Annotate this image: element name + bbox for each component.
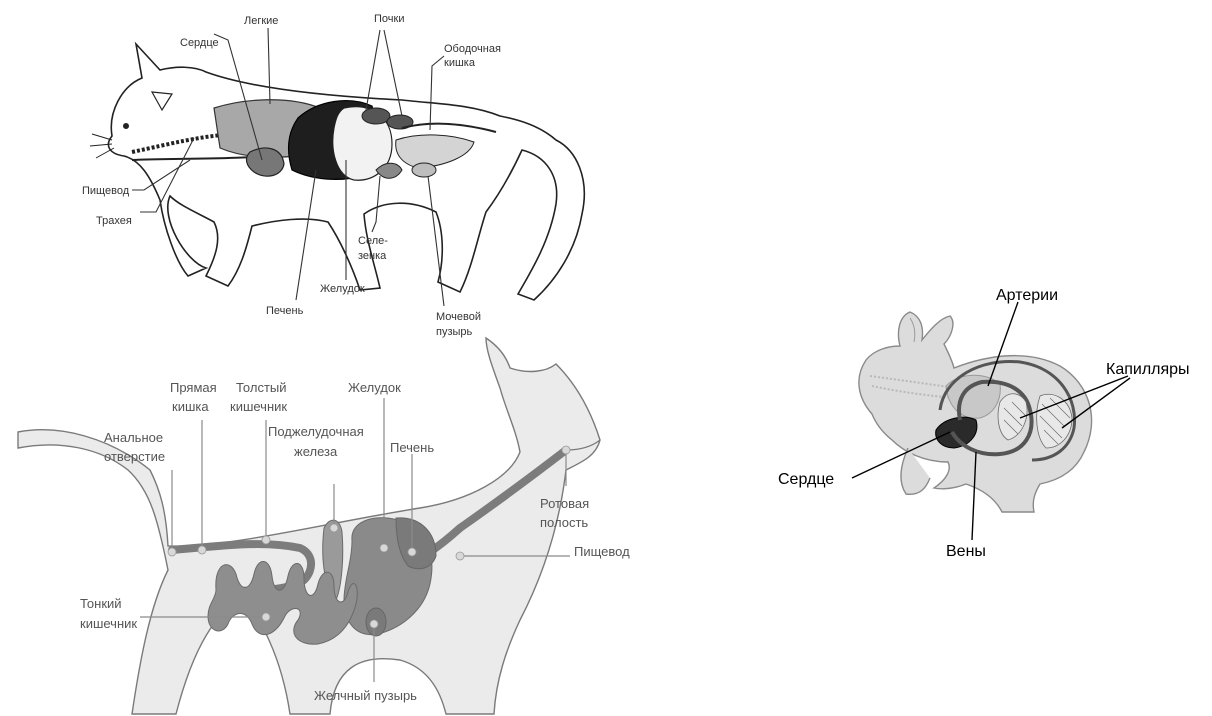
cat-2-label-small-intestine-line1: Тонкий <box>80 596 122 611</box>
cat-2-dot-pancreas <box>330 524 338 532</box>
cat-2-label-anus-line1: Анальное <box>104 430 163 445</box>
rabbit-label-heart: Сердце <box>778 471 834 488</box>
rabbit-label-veins: Вены <box>946 543 986 560</box>
cat-2-dot-liver <box>408 548 416 556</box>
cat-2-dot-large-intestine <box>262 536 270 544</box>
cat-2-body-silhouette <box>18 338 600 714</box>
cat-1-label-trachea: Трахея <box>96 215 132 227</box>
cat-2-label-rectum-line2: кишка <box>172 399 209 414</box>
cat-2-label-gallbladder: Желчный пузырь <box>314 688 417 703</box>
cat-2-label-stomach: Желудок <box>348 380 401 395</box>
cat-2-label-rectum-line1: Прямая <box>170 380 217 395</box>
cat-2-label-pancreas-line2: железа <box>294 444 338 459</box>
cat-1-label-kidneys: Почки <box>374 13 404 25</box>
cat-1-label-spleen-line2: зенка <box>358 250 387 262</box>
cat-1-label-heart: Сердце <box>180 37 219 49</box>
cat-1-label-spleen-line1: Селе- <box>358 235 388 247</box>
cat-1-label-colon-line1: Ободочная <box>444 43 501 55</box>
cat-1-bladder <box>412 163 436 177</box>
cat-2-label-large-intestine-line1: Толстый <box>236 380 287 395</box>
cat-2-label-large-intestine-line2: кишечник <box>230 399 287 414</box>
cat-anatomy-sketch: Сердце Легкие Почки Ободочная кишка Пище… <box>82 13 584 338</box>
rabbit-label-capillaries: Капилляры <box>1106 361 1190 378</box>
cat-digestive-diagram: Прямая кишка Толстый кишечник Желудок Ан… <box>18 338 630 714</box>
rabbit-label-arteries: Артерии <box>996 287 1058 304</box>
cat-2-dot-rectum <box>198 546 206 554</box>
cat-2-dot-mouth <box>562 446 570 454</box>
cat-2-label-small-intestine-line2: кишечник <box>80 616 137 631</box>
cat-1-label-liver: Печень <box>266 305 304 317</box>
cat-2-label-liver: Печень <box>390 440 434 455</box>
cat-2-label-anus-line2: отверстие <box>104 449 165 464</box>
cat-2-dot-stomach <box>380 544 388 552</box>
rabbit-circulatory-diagram: Артерии Капилляры Сердце Вены <box>778 287 1190 560</box>
cat-2-dot-gallbladder <box>370 620 378 628</box>
cat-1-label-bladder-line1: Мочевой <box>436 311 481 323</box>
cat-2-dot-esophagus <box>456 552 464 560</box>
cat-1-eye <box>123 123 129 129</box>
cat-1-label-lungs: Легкие <box>244 15 278 27</box>
cat-2-dot-anus <box>168 548 176 556</box>
cat-1-label-bladder-line2: пузырь <box>436 326 473 338</box>
cat-2-label-esophagus: Пищевод <box>574 544 630 559</box>
cat-2-label-mouth-line2: полость <box>540 515 588 530</box>
cat-1-label-stomach: Желудок <box>320 283 365 295</box>
cat-1-label-colon-line2: кишка <box>444 57 476 69</box>
cat-1-kidney-left <box>362 108 390 124</box>
cat-2-label-pancreas-line1: Поджелудочная <box>268 424 364 439</box>
cat-1-label-esophagus: Пищевод <box>82 185 130 197</box>
cat-2-label-mouth-line1: Ротовая <box>540 496 589 511</box>
cat-2-dot-small-intestine <box>262 613 270 621</box>
